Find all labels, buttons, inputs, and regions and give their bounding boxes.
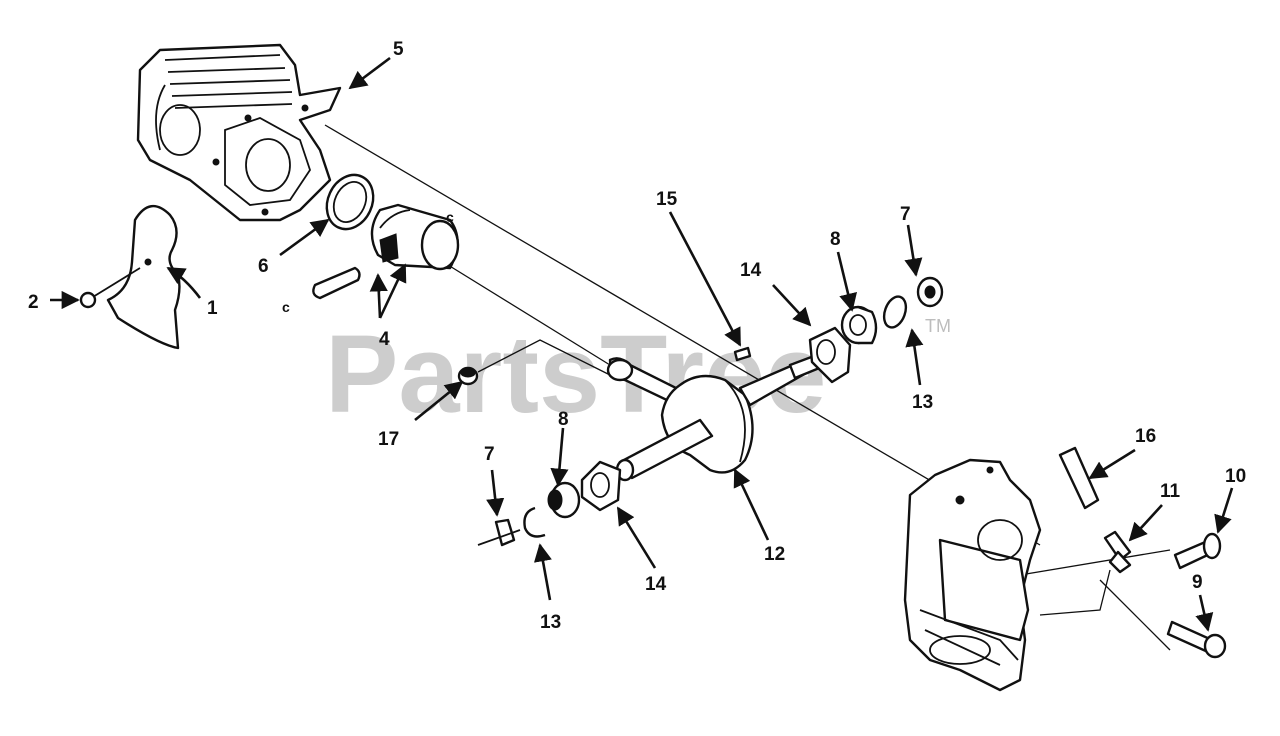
crankcase	[903, 458, 1042, 692]
part-14-seal-lower	[580, 460, 622, 512]
callout-arrows	[50, 56, 1234, 632]
part-2-screw	[79, 267, 141, 309]
piston-clip-c: c	[446, 209, 454, 225]
piston-to-rod-line	[439, 259, 611, 366]
part-8-bearing-upper	[840, 305, 878, 345]
part-8-bearing-lower	[547, 481, 581, 519]
part-7-nut-lower	[477, 518, 521, 547]
part-17-bearing	[457, 366, 479, 386]
callout-10: 10	[1225, 466, 1246, 487]
callout-8-upper: 8	[830, 229, 841, 250]
part-9-screw	[1166, 620, 1227, 659]
part-6-ring	[325, 173, 375, 231]
part-1-gasket	[106, 205, 181, 350]
callout-7-upper: 7	[900, 204, 911, 225]
bearing-line	[477, 339, 611, 376]
screw-line-10	[1019, 549, 1171, 576]
part-13-ring-upper	[882, 295, 908, 329]
callout-1: 1	[207, 298, 218, 319]
callout-14-lower: 14	[645, 574, 667, 595]
callout-13-upper: 13	[912, 392, 933, 413]
callout-2: 2	[28, 292, 39, 313]
callout-12: 12	[764, 544, 785, 565]
part-15-key	[733, 346, 752, 362]
pin-clip-c: c	[282, 299, 290, 315]
fitting-line	[1039, 569, 1111, 616]
part-4-wrist-pin: c	[282, 266, 361, 315]
callout-14-upper: 14	[740, 260, 762, 281]
part-16-hose	[1058, 446, 1100, 510]
callout-8-lower: 8	[558, 409, 569, 430]
callout-15: 15	[656, 189, 678, 210]
callout-16: 16	[1135, 426, 1156, 447]
part-4-piston: c	[370, 203, 460, 271]
part-10-screw	[1173, 532, 1222, 570]
part-13-ring-lower	[523, 506, 546, 538]
callout-6: 6	[258, 256, 269, 277]
callout-labels: 1 2 4 5 6 7 7 8 8 9 10 11 12 13 13 14 14…	[28, 39, 1246, 633]
callout-11: 11	[1160, 481, 1181, 502]
part-12-crankshaft	[606, 348, 836, 482]
assembly-lines	[324, 124, 1171, 651]
callout-13-lower: 13	[540, 612, 561, 633]
part-11-fitting	[1103, 530, 1132, 574]
callout-7-lower: 7	[484, 444, 495, 465]
part-7-nut-upper	[916, 276, 944, 308]
screw-line-9	[1099, 579, 1171, 651]
part-5-cylinder	[136, 43, 342, 222]
cylinder-to-crankcase-line	[324, 124, 1041, 546]
watermark-trademark: TM	[925, 316, 951, 336]
callout-5: 5	[393, 39, 404, 60]
part-14-seal-upper	[808, 326, 852, 384]
callout-4: 4	[379, 329, 390, 350]
callout-17: 17	[378, 429, 399, 450]
callout-9: 9	[1192, 572, 1203, 593]
